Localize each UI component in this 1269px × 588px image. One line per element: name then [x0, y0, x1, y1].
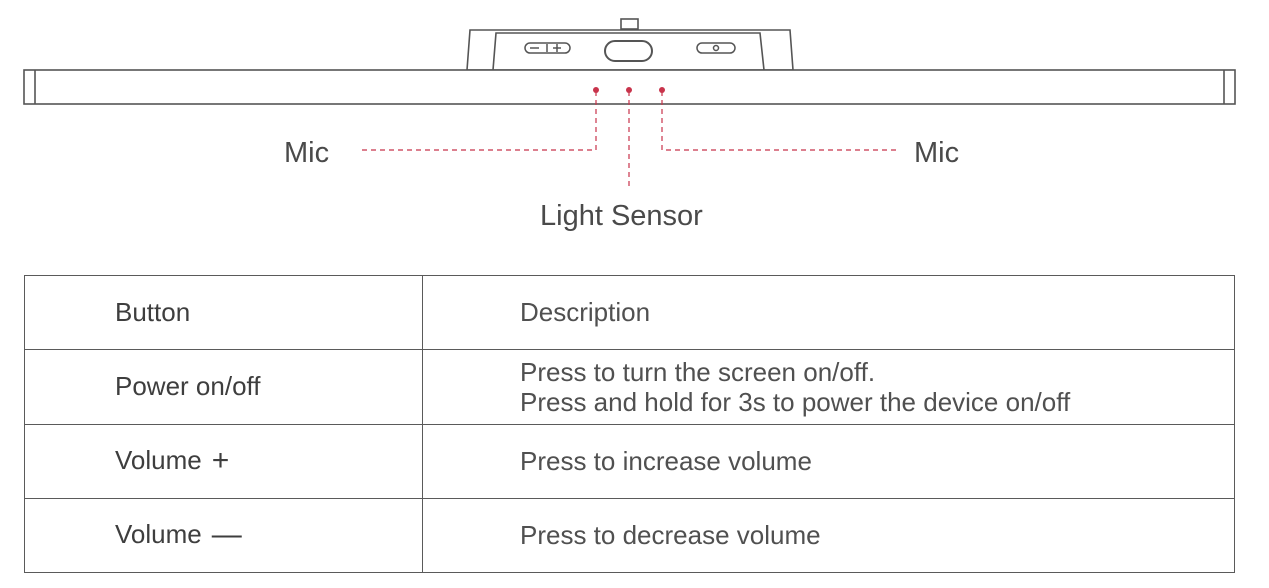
row-button: Volume — [24, 497, 423, 574]
table-row: Volume — Press to decrease volume [24, 497, 1235, 574]
mic-left-label: Mic [284, 137, 330, 169]
minus-icon: — [211, 518, 242, 552]
row-button-label: Power on/off [115, 371, 261, 402]
row-description-line: Press to decrease volume [520, 520, 821, 551]
mic-right-label: Mic [914, 137, 960, 169]
mic-left-leader [360, 91, 597, 151]
device-top-view [23, 18, 1236, 190]
row-description-line: Press and hold for 3s to power the devic… [520, 386, 1071, 417]
row-button: Power on/off [24, 349, 423, 425]
row-button-label: Volume [115, 519, 202, 550]
row-button: Volume + [24, 423, 423, 499]
table-header-row: Button Description [24, 274, 1235, 351]
row-description: Press to decrease volume [422, 497, 1235, 574]
row-description-line: Press to turn the screen on/off. [520, 356, 876, 387]
row-description: Press to increase volume [422, 423, 1235, 499]
power-button-icon [696, 42, 736, 54]
table-row: Power on/off Press to turn the screen on… [24, 349, 1235, 425]
table-row: Volume + Press to increase volume [24, 423, 1235, 499]
camera-icon [604, 40, 653, 62]
button-description-table: Button Description Power on/off Press to… [24, 274, 1235, 574]
mic-right-dot [659, 87, 665, 93]
row-description: Press to turn the screen on/off. Press a… [422, 349, 1235, 425]
plus-icon: + [211, 444, 230, 478]
row-button-label: Volume [115, 445, 202, 476]
volume-rocker-icon [524, 42, 571, 54]
mic-left-dot [593, 87, 599, 93]
mic-right-leader [661, 91, 900, 151]
header-description: Description [422, 274, 1235, 351]
light-sensor-dot [626, 87, 632, 93]
header-button: Button [24, 274, 423, 351]
light-sensor-label: Light Sensor [540, 200, 703, 232]
row-description-line: Press to increase volume [520, 446, 812, 477]
screen-bar [23, 69, 1236, 105]
